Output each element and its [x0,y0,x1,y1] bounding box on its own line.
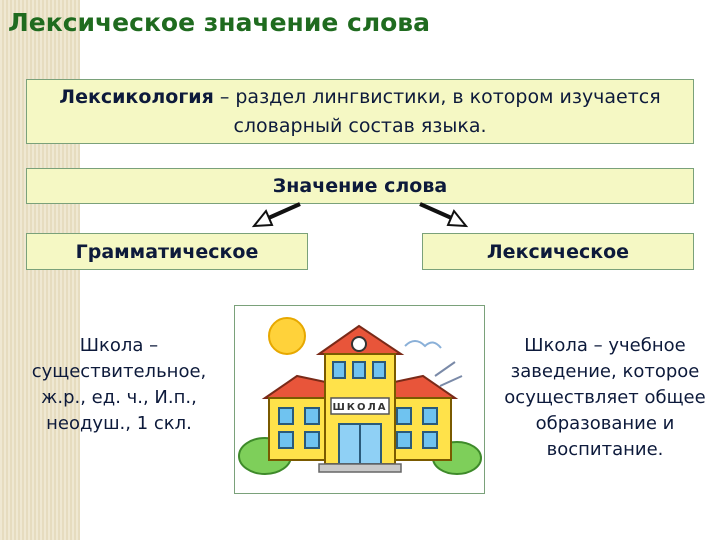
lexical-caption: Школа – учебное заведение, которое осуще… [504,335,706,460]
clock-icon [351,336,367,352]
grammatical-box: Грамматическое [26,233,308,270]
meaning-box: Значение слова [26,168,694,204]
lexical-box: Лексическое [422,233,694,270]
grammatical-caption: Школа – существительное, ж.р., ед. ч., И… [31,335,207,434]
school-building-image: ШКОЛА [238,317,482,475]
school-sign-text: ШКОЛА [332,402,387,413]
sun-icon [268,317,306,355]
arrow-left-head [251,209,274,228]
steps [318,463,402,473]
arrow-right-line [419,202,457,222]
cloud-icon [404,340,442,349]
antenna-icon [434,361,463,387]
definition-text: – раздел лингвистики, в котором изучаетс… [213,85,661,137]
arrow-left-line [263,202,301,222]
school-illustration: ШКОЛА [234,305,485,494]
school-sign [330,397,390,415]
definition-box: Лексикология – раздел лингвистики, в кот… [26,79,694,144]
page-title: Лексическое значение слова [8,8,430,37]
definition-term: Лексикология [59,85,214,108]
arrow-right-head [446,209,469,228]
